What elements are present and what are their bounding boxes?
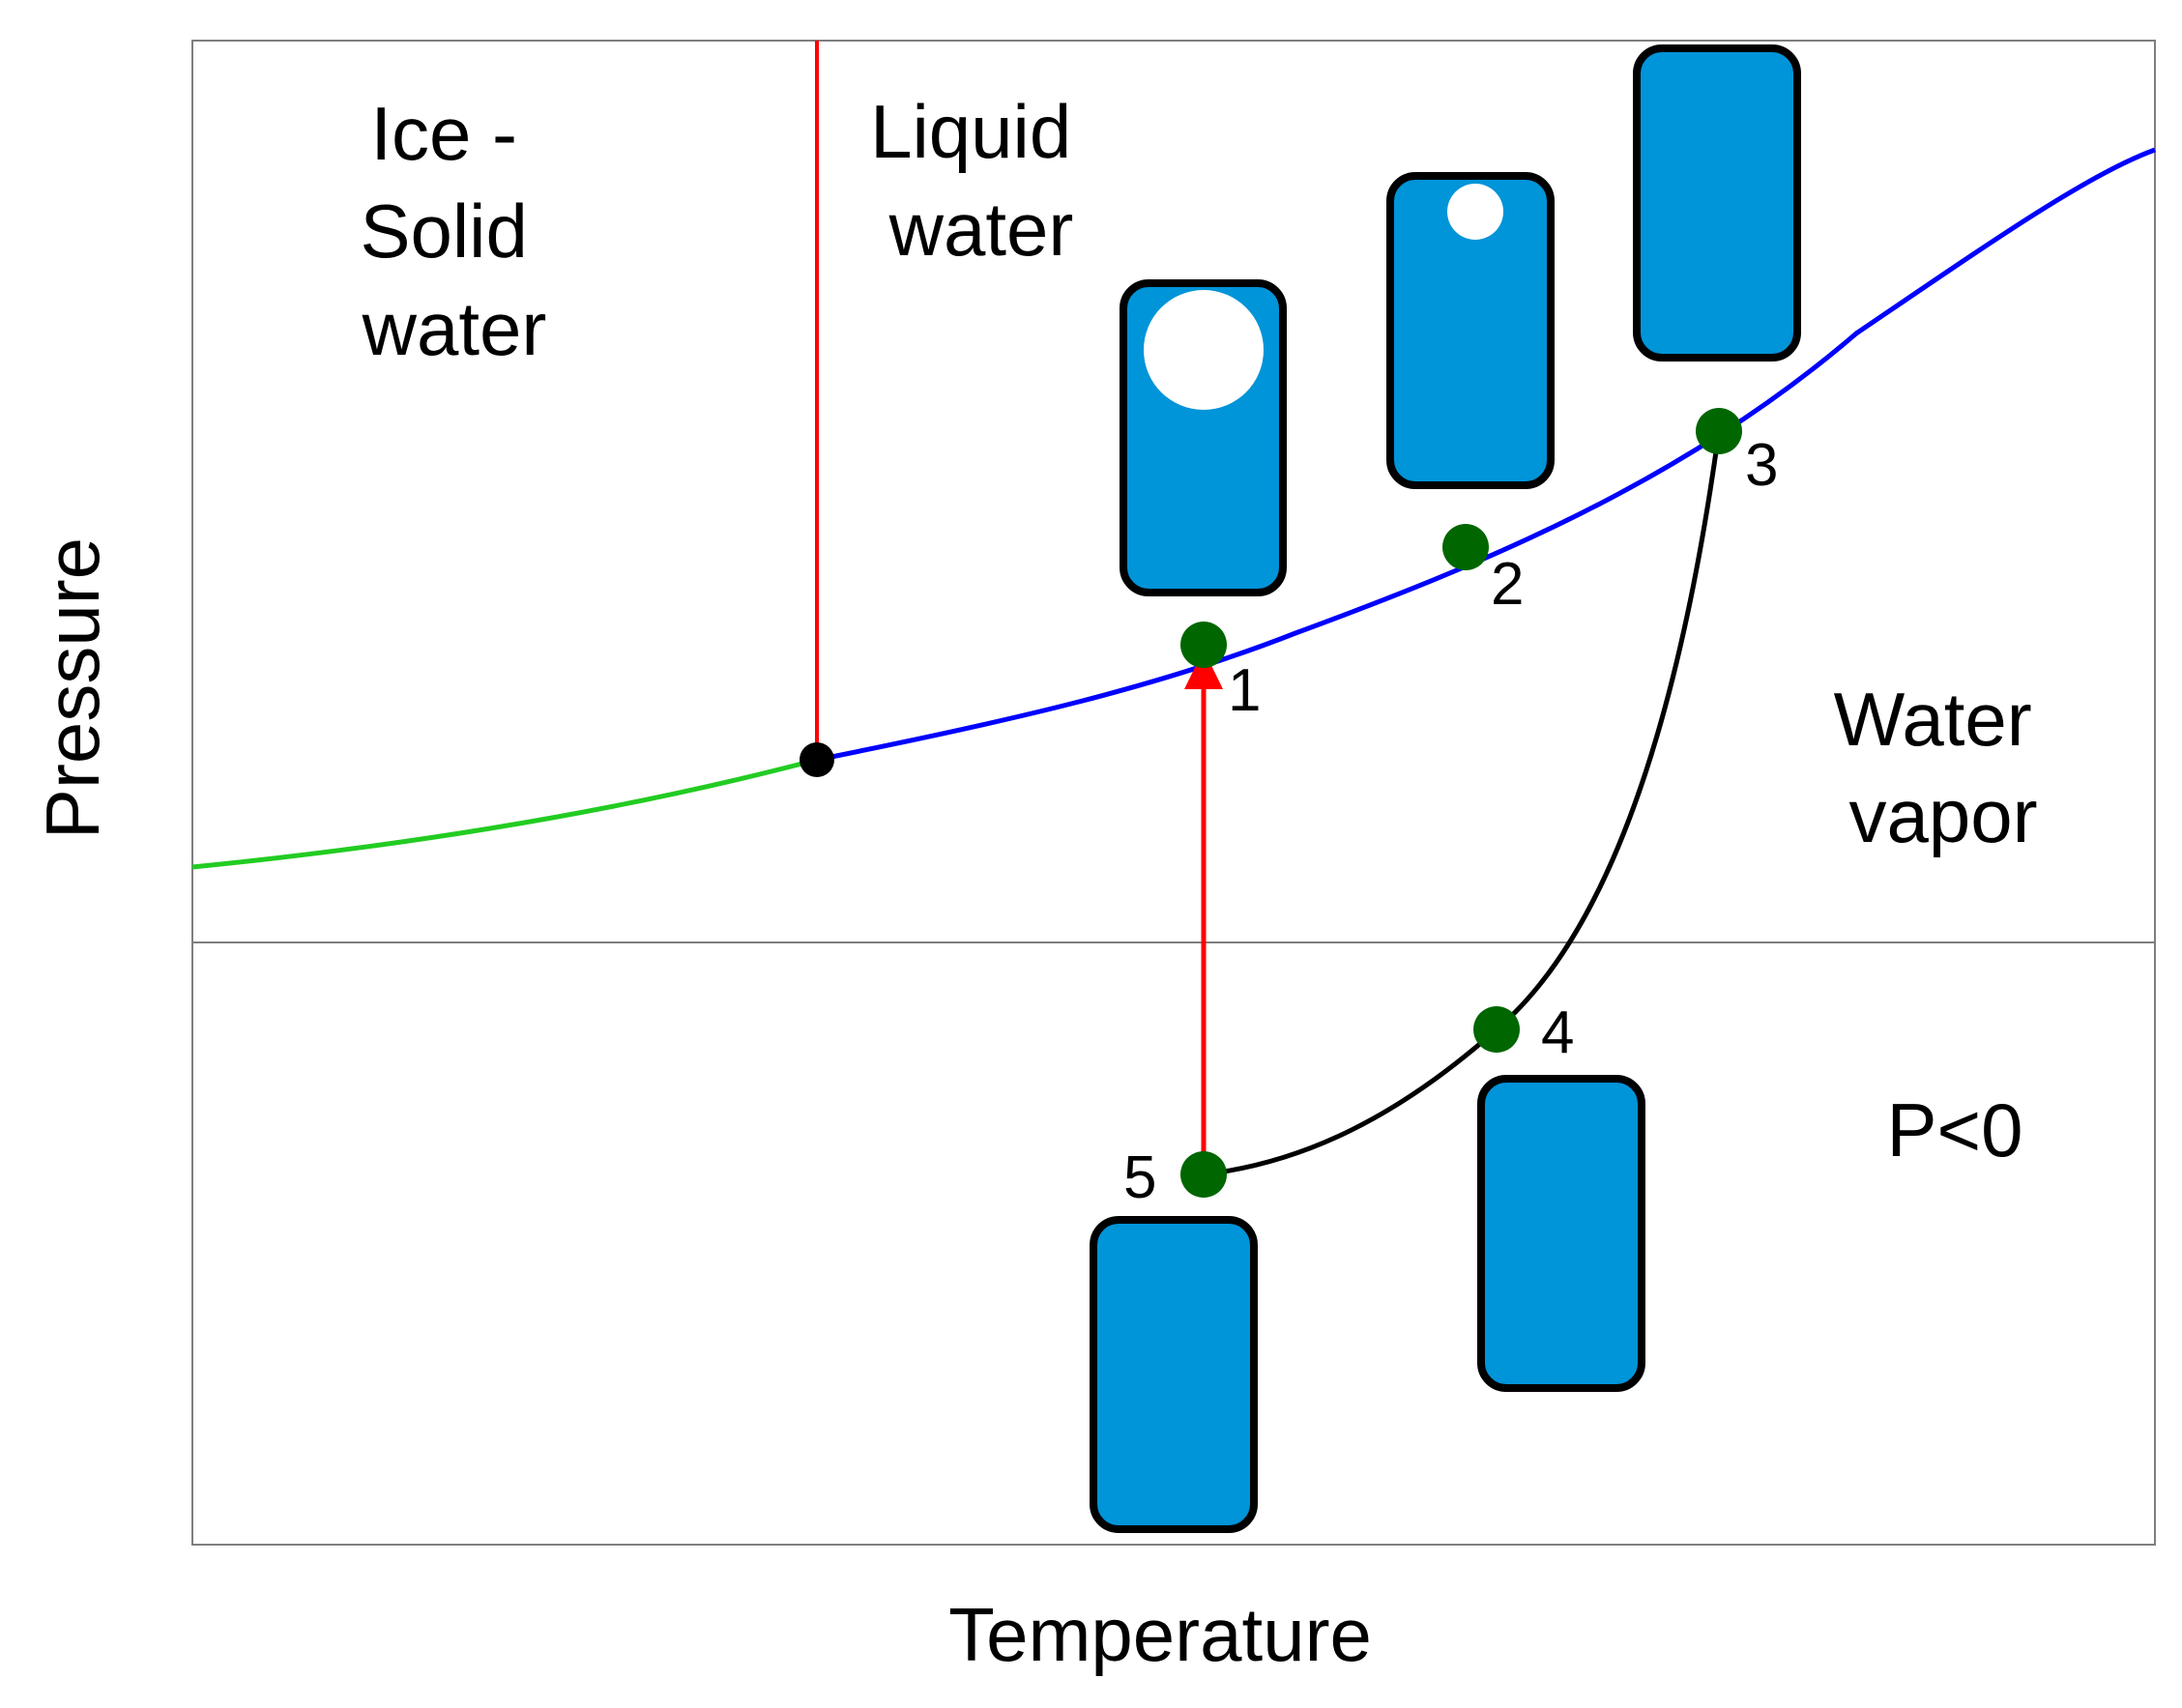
container-state-2 <box>1386 172 1555 489</box>
state-point-2 <box>1442 524 1489 570</box>
vapor-region-line-2: vapor <box>1848 773 2037 858</box>
state-point-5 <box>1180 1151 1227 1198</box>
y-axis-label: Pressure <box>30 537 115 839</box>
container-state-1 <box>1120 279 1287 596</box>
state-point-1 <box>1180 622 1227 668</box>
sublimation-curve <box>191 757 818 870</box>
container-state-3 <box>1633 44 1801 362</box>
point-label-1: 1 <box>1228 657 1261 724</box>
x-axis-label: Temperature <box>948 1592 1372 1677</box>
container-state-5 <box>1090 1216 1258 1533</box>
vapor-bubble <box>1144 290 1264 410</box>
state-point-4 <box>1473 1006 1520 1053</box>
process-path <box>1203 430 1722 1177</box>
state-point-3 <box>1696 408 1742 454</box>
ice-region-label: Ice - Solid water <box>360 91 548 371</box>
vapor-region-label: Water vapor <box>1834 677 2053 858</box>
container-body <box>1386 172 1555 489</box>
ice-region-line-1: Ice - <box>370 91 517 176</box>
negative-pressure-label: P<0 <box>1887 1087 2023 1172</box>
plot-frame <box>191 40 2156 1546</box>
ice-region-line-3: water <box>362 286 547 371</box>
point-label-5: 5 <box>1123 1144 1156 1211</box>
liquid-region-line-1: Liquid <box>870 89 1071 174</box>
triple-point <box>800 742 834 777</box>
container-state-4 <box>1477 1075 1645 1392</box>
vapor-pressure-curve <box>816 147 2156 763</box>
liquid-region-line-2: water <box>888 187 1074 272</box>
point-label-4: 4 <box>1541 999 1574 1066</box>
container-body <box>1090 1216 1258 1533</box>
vapor-bubble <box>1447 184 1503 240</box>
vapor-region-line-1: Water <box>1834 677 2032 762</box>
ice-region-line-2: Solid <box>360 188 527 274</box>
point-label-2: 2 <box>1491 551 1524 618</box>
liquid-region-label: Liquid water <box>870 89 1092 272</box>
container-body <box>1633 44 1801 362</box>
container-body <box>1477 1075 1645 1392</box>
point-label-3: 3 <box>1745 432 1778 499</box>
pressurization-arrowhead <box>1184 650 1223 689</box>
